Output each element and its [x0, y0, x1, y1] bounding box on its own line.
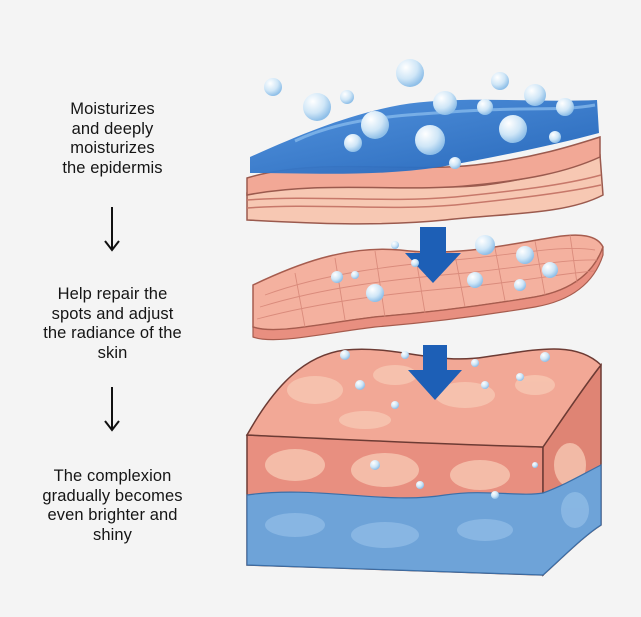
down-arrow-icon: [104, 387, 120, 432]
step-1-text: Moisturizes and deeply moisturizes the e…: [62, 100, 163, 177]
step-3-text: The complexion gradually becomes even br…: [42, 467, 183, 544]
repair-layer: [252, 234, 604, 341]
dermis-block: [245, 348, 603, 577]
down-arrow-icon: [104, 207, 120, 252]
epidermis-layer: [246, 99, 604, 225]
water-bubbles: [264, 59, 574, 499]
skin-layers-illustration: [245, 59, 604, 577]
step-2-text: Help repair the spots and adjust the rad…: [43, 285, 182, 362]
flow-arrow-icon: [405, 227, 462, 400]
